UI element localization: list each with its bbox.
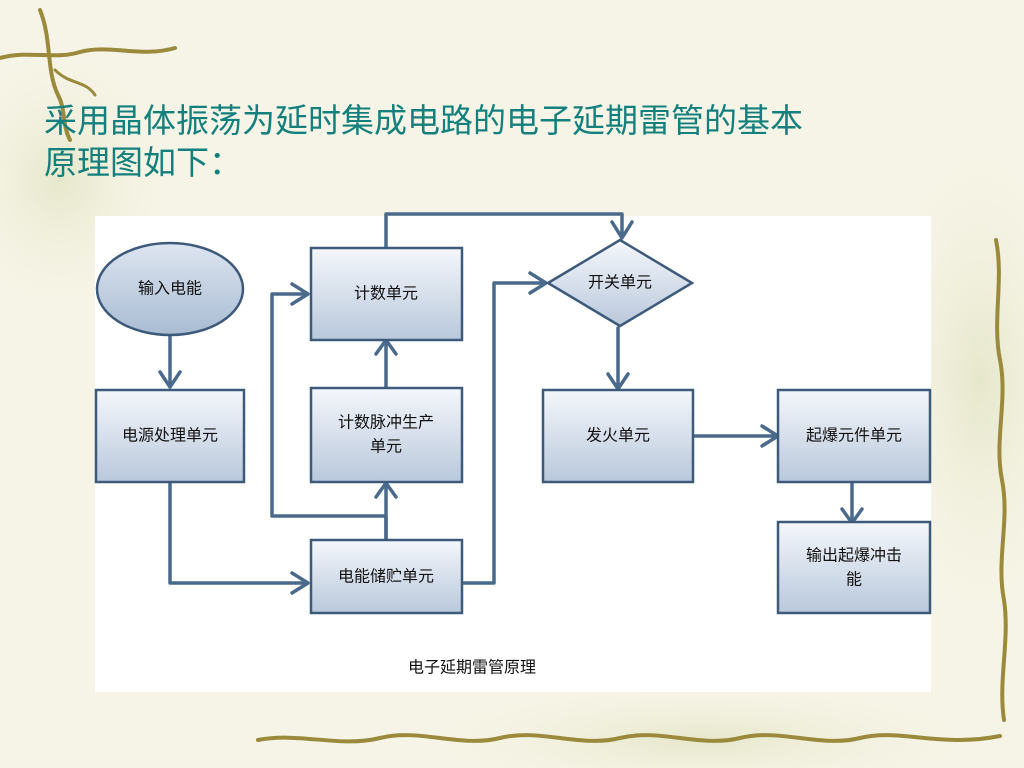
node-initiator <box>776 388 932 484</box>
node-input-energy <box>95 241 245 337</box>
node-counter <box>309 246 464 342</box>
label-switch: 开关单元 <box>588 273 652 292</box>
arrowhead-counter <box>290 282 310 306</box>
label-output-line-1: 输出起爆冲击 <box>806 546 902 565</box>
label-initiator: 起爆元件单元 <box>806 426 902 445</box>
right-vine-decoration <box>994 238 1008 722</box>
arrowhead-storage <box>290 571 310 595</box>
arrowhead-switch-top <box>610 220 634 240</box>
top-left-vine-decoration <box>0 8 177 142</box>
diagram-caption: 电子延期雷管原理 <box>408 658 536 677</box>
slide-title-line-1: 采用晶体振荡为延时集成电路的电子延期雷管的基本 <box>44 101 803 140</box>
label-pulse-generator-line-1: 计数脉冲生产 <box>338 413 434 432</box>
connector-storage-to-switch <box>462 281 546 585</box>
label-energy-storage: 电能储贮单元 <box>338 567 434 586</box>
label-firing: 发火单元 <box>586 426 650 445</box>
node-energy-storage <box>309 538 464 615</box>
slide-title: 采用晶体振荡为延时集成电路的电子延期雷管的基本 原理图如下： <box>44 100 984 184</box>
connector-counter-to-switch <box>384 212 624 250</box>
label-power-processing: 电源处理单元 <box>122 426 218 445</box>
bottom-vine-decoration <box>256 733 1002 744</box>
node-pulse-generator <box>309 386 464 484</box>
label-counter: 计数单元 <box>354 284 418 303</box>
slide-title-line-2: 原理图如下： <box>44 143 242 182</box>
arrowhead-power <box>158 370 182 389</box>
label-input-energy: 输入电能 <box>138 279 202 298</box>
label-output-line-2: 能 <box>846 570 862 589</box>
node-output <box>776 520 932 615</box>
connector-power-to-storage <box>168 480 308 585</box>
node-power-processing <box>94 388 246 484</box>
node-firing <box>541 388 695 484</box>
label-pulse-generator-line-2: 单元 <box>370 437 402 456</box>
node-switch <box>545 238 695 328</box>
